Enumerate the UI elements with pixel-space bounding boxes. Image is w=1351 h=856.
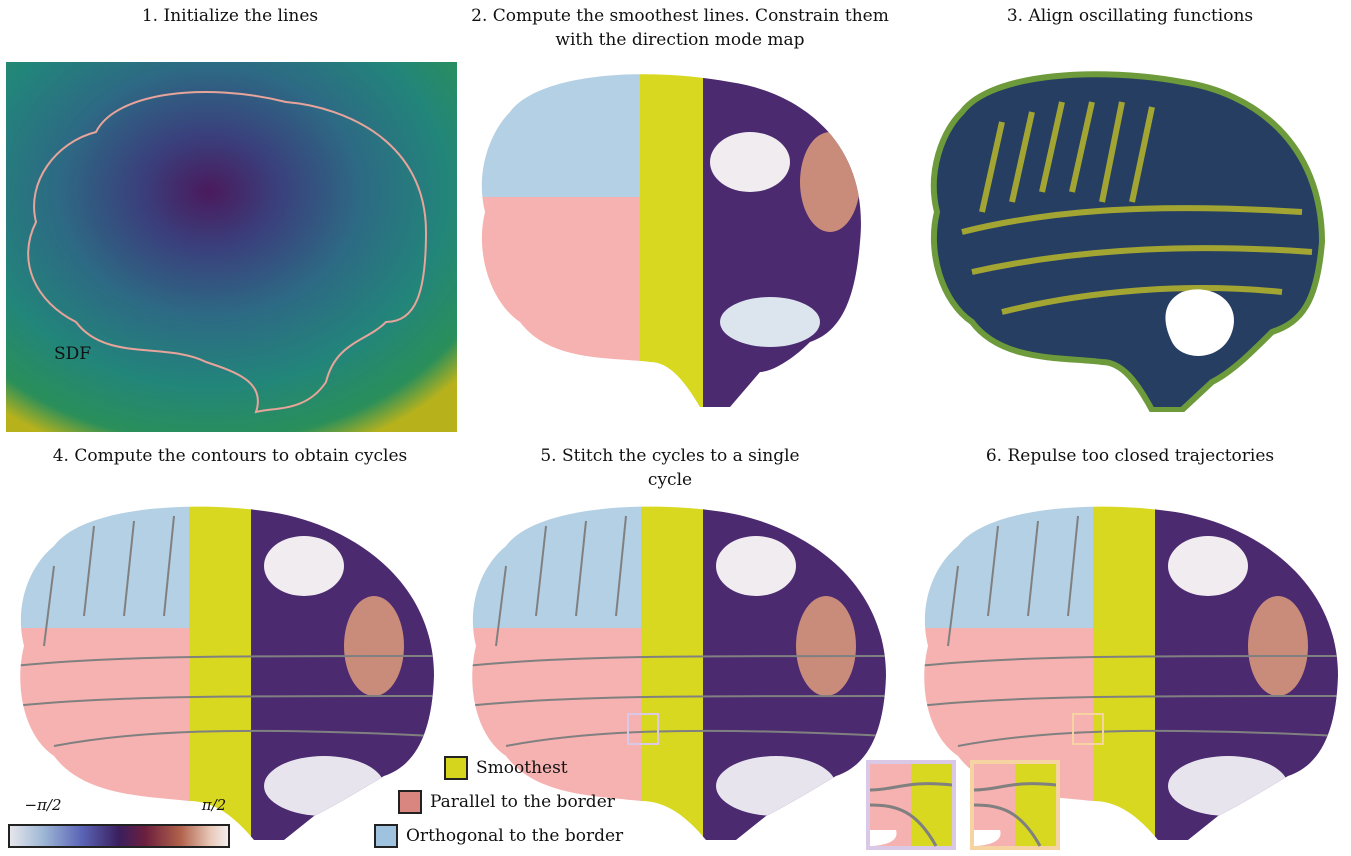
legend-orthogonal-label: Orthogonal to the border bbox=[406, 826, 623, 846]
sdf-label: SDF bbox=[54, 344, 91, 364]
direction-mode-panel bbox=[470, 62, 890, 412]
legend-parallel-label: Parallel to the border bbox=[430, 792, 615, 812]
step-6-title: 6. Repulse too closed trajectories bbox=[930, 444, 1330, 468]
step-1-title: 1. Initialize the lines bbox=[60, 4, 400, 28]
colorbar-max-label: π/2 bbox=[194, 796, 234, 814]
colorbar-min-label: −π/2 bbox=[18, 796, 68, 814]
sdf-panel: SDF bbox=[6, 62, 457, 432]
legend-smoothest-swatch bbox=[444, 756, 468, 780]
legend-parallel-swatch bbox=[398, 790, 422, 814]
contour-panel-4 bbox=[14, 506, 454, 841]
step-5-title: 5. Stitch the cycles to a single cycle bbox=[540, 444, 800, 492]
step-4-title: 4. Compute the contours to obtain cycles bbox=[0, 444, 460, 468]
step-3-title: 3. Align oscillating functions bbox=[960, 4, 1300, 28]
step-2-title-text: 2. Compute the smoothest lines. Constrai… bbox=[471, 6, 889, 50]
legend-smoothest: Smoothest bbox=[444, 756, 568, 780]
zoom-inset-5 bbox=[866, 760, 956, 850]
oscillating-functions-panel bbox=[922, 62, 1342, 412]
step-2-title: 2. Compute the smoothest lines. Constrai… bbox=[450, 4, 910, 52]
legend-orthogonal-swatch bbox=[374, 824, 398, 848]
colorbar bbox=[8, 824, 230, 848]
zoom-inset-6 bbox=[970, 760, 1060, 850]
legend-orthogonal: Orthogonal to the border bbox=[374, 824, 623, 848]
legend-smoothest-label: Smoothest bbox=[476, 758, 568, 778]
legend-parallel: Parallel to the border bbox=[398, 790, 615, 814]
